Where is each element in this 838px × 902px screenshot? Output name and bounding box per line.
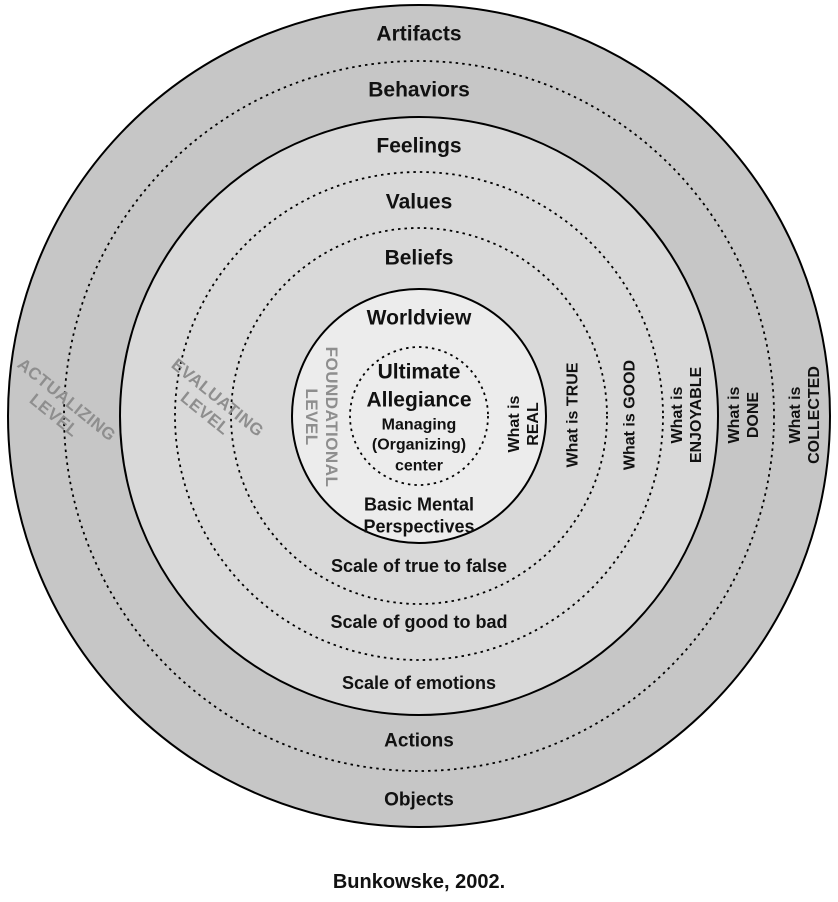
source-caption: Bunkowske, 2002. (332, 871, 506, 893)
scale-true-false-label: Scale of true to false (330, 556, 508, 577)
ultimate-allegiance-dotted-circle (349, 346, 489, 486)
foundational-level-label: FOUNDATIONAL LEVEL (302, 346, 342, 488)
what-is-real-label: What is REAL (505, 395, 542, 453)
worldview-label: Worldview (366, 306, 472, 330)
what-is-enjoyable-label: What is ENJOYABLE (668, 366, 705, 464)
feelings-values-dotted-divider (174, 171, 664, 661)
beliefs-label: Beliefs (384, 246, 454, 270)
values-beliefs-dotted-divider (230, 227, 608, 605)
managing-organizing-center-subtitle: Managing (Organizing) center (371, 416, 467, 475)
artifacts-label: Artifacts (376, 22, 462, 46)
basic-mental-perspectives-label: Basic Mental Perspectives (363, 494, 475, 536)
values-label: Values (385, 190, 453, 214)
objects-label: Objects (384, 789, 454, 811)
what-is-done-label: What is DONE (725, 386, 762, 444)
what-is-true-label: What is TRUE (564, 362, 582, 468)
feelings-label: Feelings (376, 134, 462, 158)
what-is-good-label: What is GOOD (621, 359, 639, 471)
ultimate-allegiance-block: Ultimate Allegiance Managing (Organizing… (366, 358, 471, 477)
artifacts-behaviors-dotted-divider (63, 60, 775, 772)
worldview-circle (291, 288, 547, 544)
what-is-collected-label: What is COLLECTED (786, 366, 823, 464)
scale-emotions-label: Scale of emotions (341, 673, 497, 694)
actions-label: Actions (384, 730, 454, 752)
scale-good-bad-label: Scale of good to bad (330, 612, 508, 633)
behaviors-label: Behaviors (368, 78, 470, 102)
ultimate-allegiance-title: Ultimate Allegiance (366, 360, 472, 412)
